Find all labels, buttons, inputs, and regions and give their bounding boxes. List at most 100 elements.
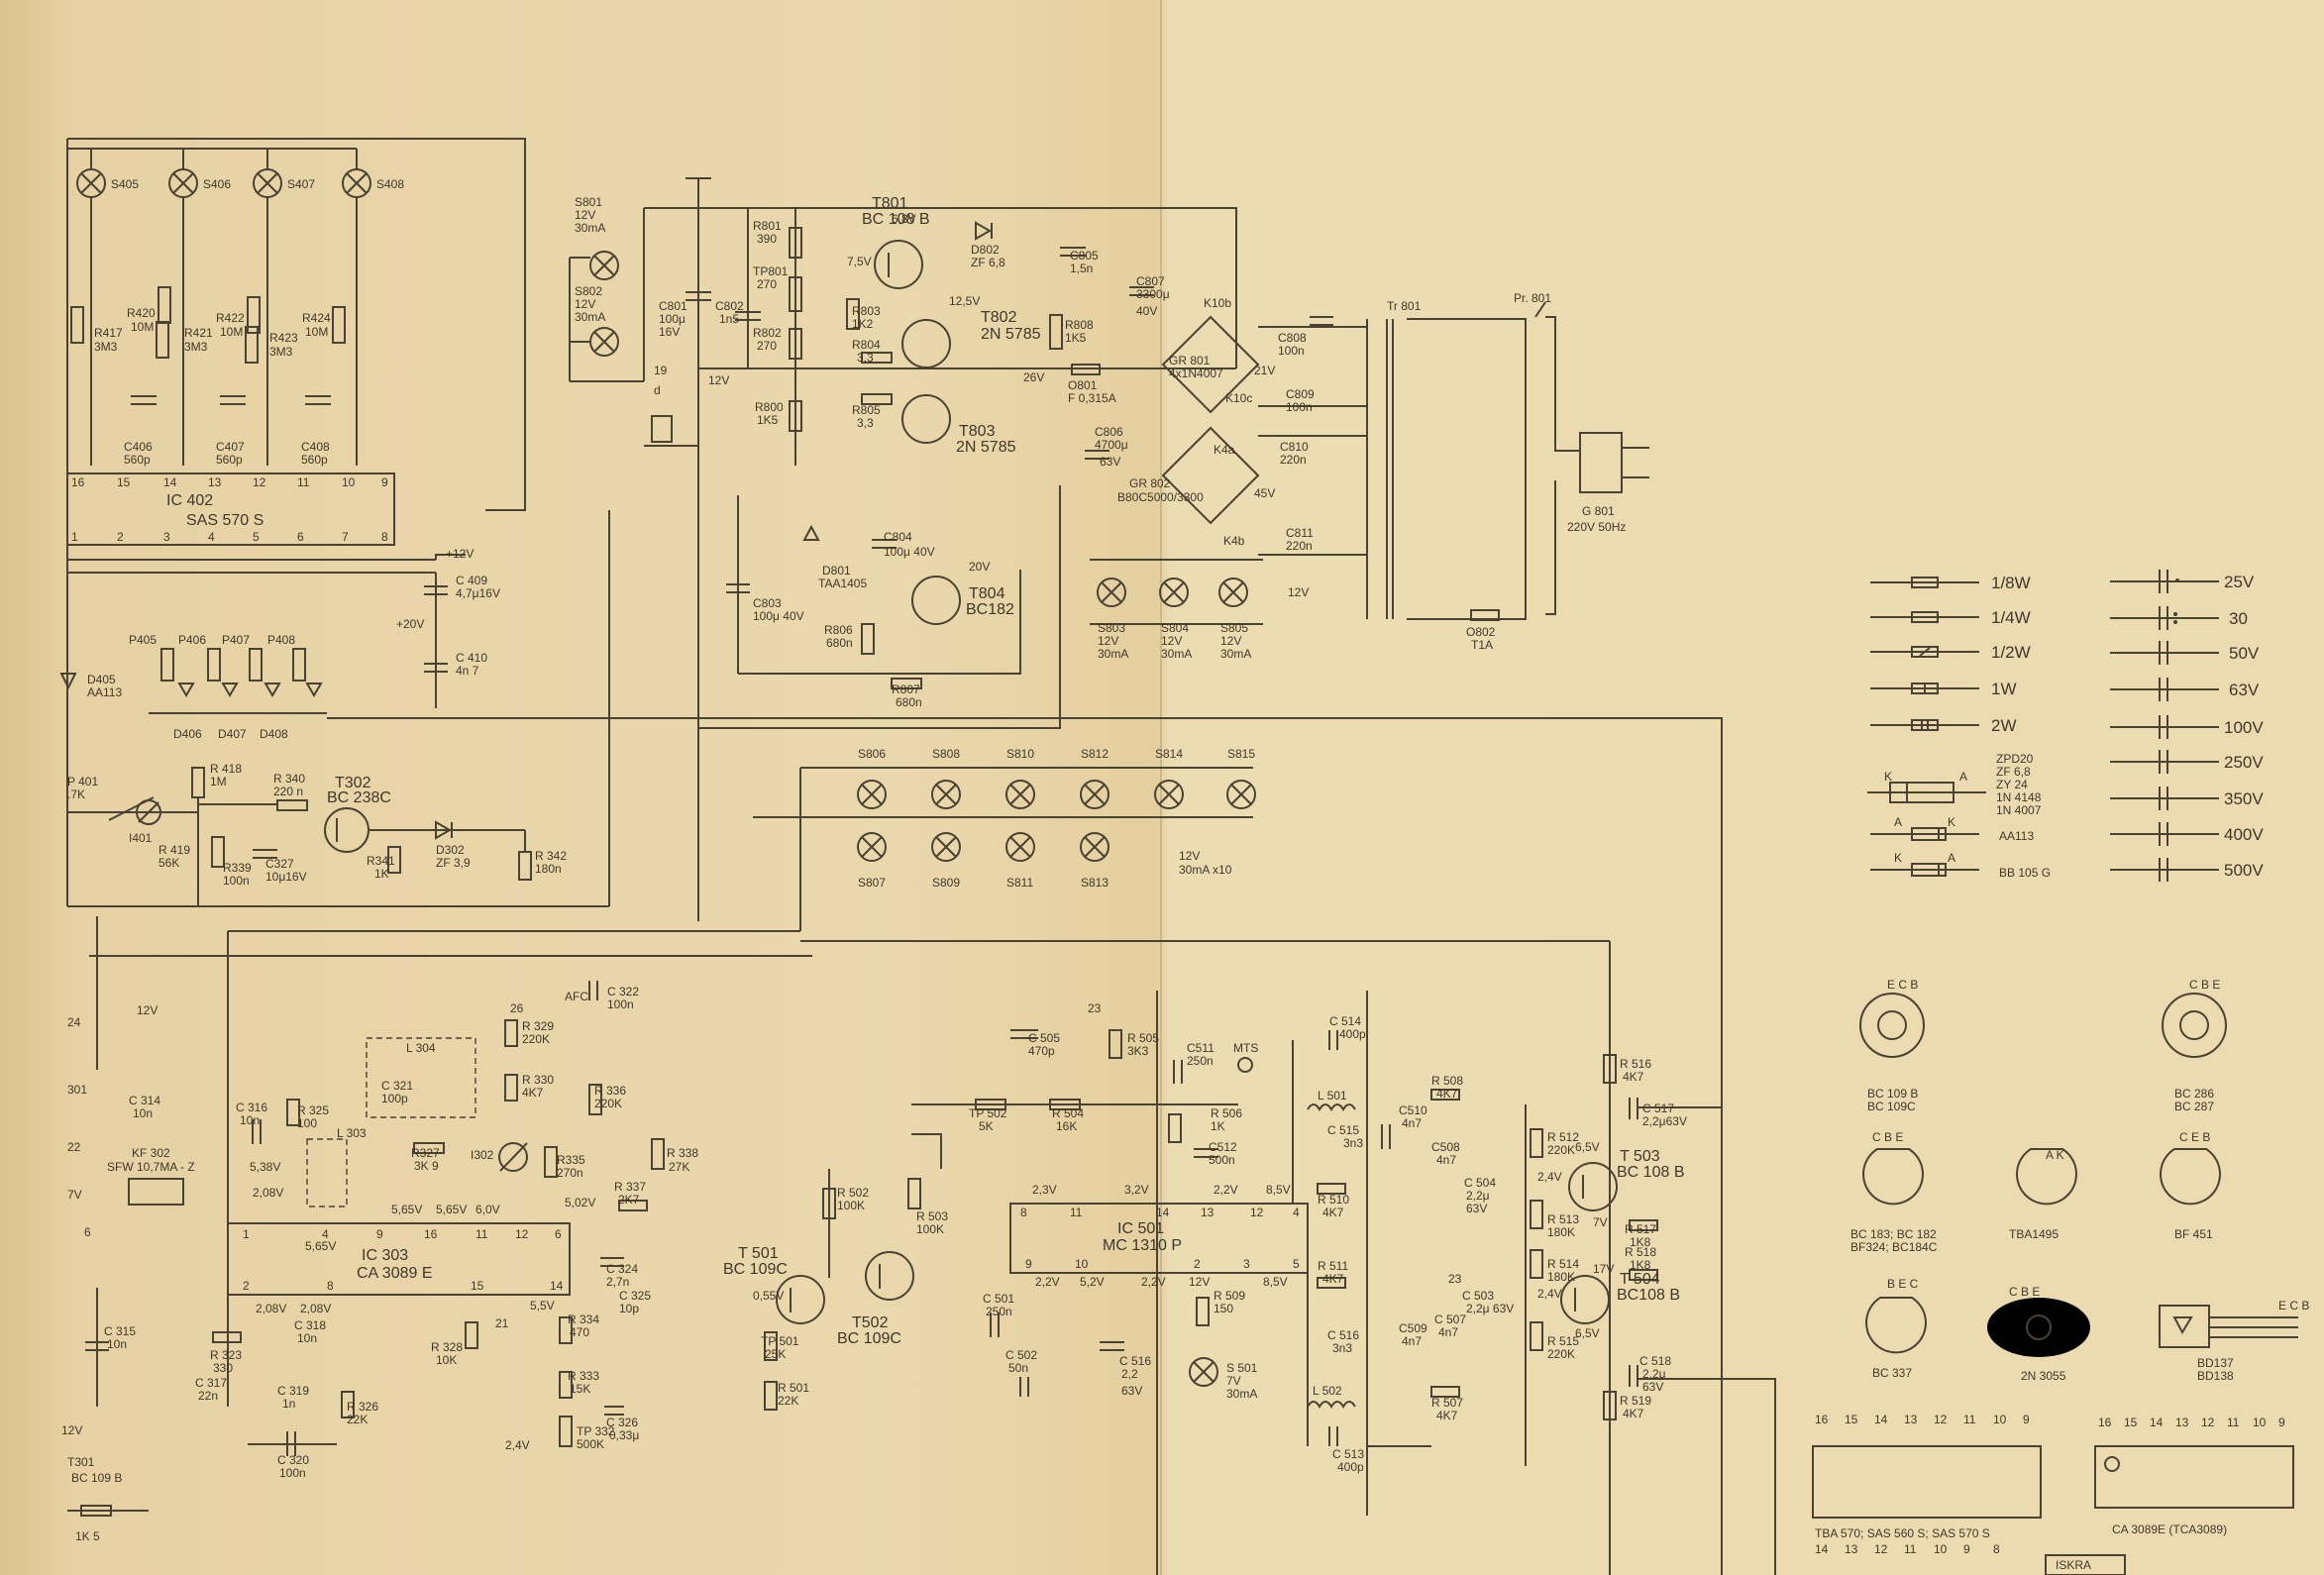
component-label: 680n bbox=[896, 695, 922, 709]
component-label: 4700μ bbox=[1095, 438, 1128, 452]
component-label: R 323 bbox=[210, 1348, 242, 1362]
component-label: 3,3 bbox=[857, 351, 874, 365]
component-label: 250V bbox=[2224, 753, 2264, 772]
component-label: 220 n bbox=[273, 785, 303, 798]
component-label: T502 bbox=[852, 1314, 889, 1331]
component-label: 10p bbox=[619, 1302, 639, 1315]
component-label: Tr 801 bbox=[1387, 299, 1422, 313]
component-label: C406 bbox=[124, 440, 153, 454]
component-label: 180K bbox=[1547, 1225, 1575, 1239]
component-label: 12 bbox=[253, 475, 266, 489]
component-label: 1N 4007 bbox=[1996, 803, 2042, 817]
component-label: R 333 bbox=[568, 1369, 599, 1383]
component-label: 3 bbox=[163, 530, 170, 544]
component-label: 8,5V bbox=[1266, 1183, 1291, 1197]
component-label: 220K bbox=[1547, 1143, 1575, 1157]
component-label: 100 bbox=[297, 1116, 317, 1130]
component-label: 1n5 bbox=[719, 312, 739, 326]
component-label: GR 802 bbox=[1129, 476, 1171, 490]
component-label: C 317 bbox=[195, 1376, 227, 1390]
component-label: K4b bbox=[1223, 534, 1245, 548]
component-label: 4n7 bbox=[1402, 1334, 1422, 1348]
component-label: 10 bbox=[1993, 1413, 2007, 1426]
component-label: BC 238C bbox=[327, 789, 391, 806]
component-label: 13 bbox=[1201, 1206, 1215, 1219]
component-label: R327 bbox=[411, 1146, 440, 1160]
component-label: 400p bbox=[1337, 1460, 1364, 1474]
component-label: C 516 bbox=[1327, 1328, 1359, 1342]
component-label: 1K2 bbox=[852, 317, 874, 331]
component-label: 12V bbox=[137, 1003, 158, 1017]
component-label: BD137 bbox=[2197, 1356, 2234, 1370]
component-label: 220K bbox=[522, 1032, 550, 1046]
component-label: R 504 bbox=[1052, 1106, 1084, 1120]
component-label: 12V bbox=[1161, 634, 1182, 648]
lamp-s407: S407 bbox=[253, 168, 315, 198]
component-label: 10M bbox=[305, 325, 328, 339]
component-label: 6 bbox=[297, 530, 304, 544]
component-label: 400V bbox=[2224, 825, 2264, 844]
component-label: AA113 bbox=[1999, 829, 2034, 843]
component-label: 4K7 bbox=[1436, 1409, 1458, 1422]
component-label: R 502 bbox=[837, 1186, 869, 1200]
component-label: 11 bbox=[1904, 1542, 1917, 1556]
component-label: 10K bbox=[436, 1353, 457, 1367]
component-label: 21V bbox=[1254, 364, 1275, 377]
component-label: C 322 bbox=[607, 985, 639, 998]
component-label: P 401 bbox=[67, 775, 98, 788]
component-label: R 501 bbox=[778, 1381, 809, 1395]
component-label: 7,5V bbox=[847, 255, 872, 268]
lamp-s810: S810 bbox=[1005, 747, 1035, 809]
component-label: 5K bbox=[979, 1119, 994, 1133]
component-label: 350V bbox=[2224, 789, 2264, 808]
component-label: 1K5 bbox=[1065, 331, 1087, 345]
component-label: T803 bbox=[959, 423, 996, 440]
component-label: C508 bbox=[1431, 1140, 1460, 1154]
component-label: O802 bbox=[1466, 625, 1496, 639]
component-label: 16V bbox=[659, 325, 680, 339]
component-label: 150 bbox=[1214, 1302, 1233, 1315]
component-label: S804 bbox=[1161, 621, 1189, 635]
component-label: 50n bbox=[1008, 1361, 1028, 1375]
component-label: 3K 9 bbox=[414, 1159, 439, 1173]
component-label: R 519 bbox=[1620, 1394, 1651, 1408]
component-label: 12 bbox=[515, 1227, 529, 1241]
component-label: 10 bbox=[1934, 1542, 1948, 1556]
component-label: C 316 bbox=[236, 1101, 267, 1114]
component-label: K10c bbox=[1225, 391, 1252, 405]
component-label: 15K bbox=[570, 1382, 590, 1396]
component-label: R 518 bbox=[1625, 1245, 1656, 1259]
component-label: ISKRA bbox=[2056, 1558, 2091, 1572]
component-label: C 515 bbox=[1327, 1123, 1359, 1137]
component-label: 250n bbox=[986, 1305, 1012, 1318]
component-label: 12 bbox=[1934, 1413, 1948, 1426]
component-label: S407 bbox=[287, 177, 315, 191]
component-label: S807 bbox=[858, 876, 886, 890]
component-label: BC108 B bbox=[1617, 1287, 1680, 1304]
component-label: C802 bbox=[715, 299, 744, 313]
component-label: 12 bbox=[1250, 1206, 1264, 1219]
component-label: 1/8W bbox=[1991, 574, 2031, 592]
component-label: 3 bbox=[1243, 1257, 1250, 1271]
component-label: 14 bbox=[1874, 1413, 1888, 1426]
component-label: 14 bbox=[163, 475, 177, 489]
lamp-s815: S815 bbox=[1226, 747, 1256, 809]
component-label: 19 bbox=[654, 364, 668, 377]
component-label: ZF 3,9 bbox=[436, 856, 471, 870]
component-label: +12V bbox=[446, 547, 474, 561]
component-label: 470p bbox=[1028, 1044, 1055, 1058]
component-label: P405 bbox=[129, 633, 157, 647]
component-label: 1K bbox=[1211, 1119, 1225, 1133]
component-label: 12V bbox=[1098, 634, 1118, 648]
component-label: 680n bbox=[826, 636, 853, 650]
component-label: C806 bbox=[1095, 425, 1123, 439]
component-label: R 329 bbox=[522, 1019, 554, 1033]
component-label: S803 bbox=[1098, 621, 1125, 635]
component-label: 500V bbox=[2224, 861, 2264, 880]
component-label: P406 bbox=[178, 633, 206, 647]
component-label: S406 bbox=[203, 177, 231, 191]
component-label: 100n bbox=[1278, 344, 1305, 358]
